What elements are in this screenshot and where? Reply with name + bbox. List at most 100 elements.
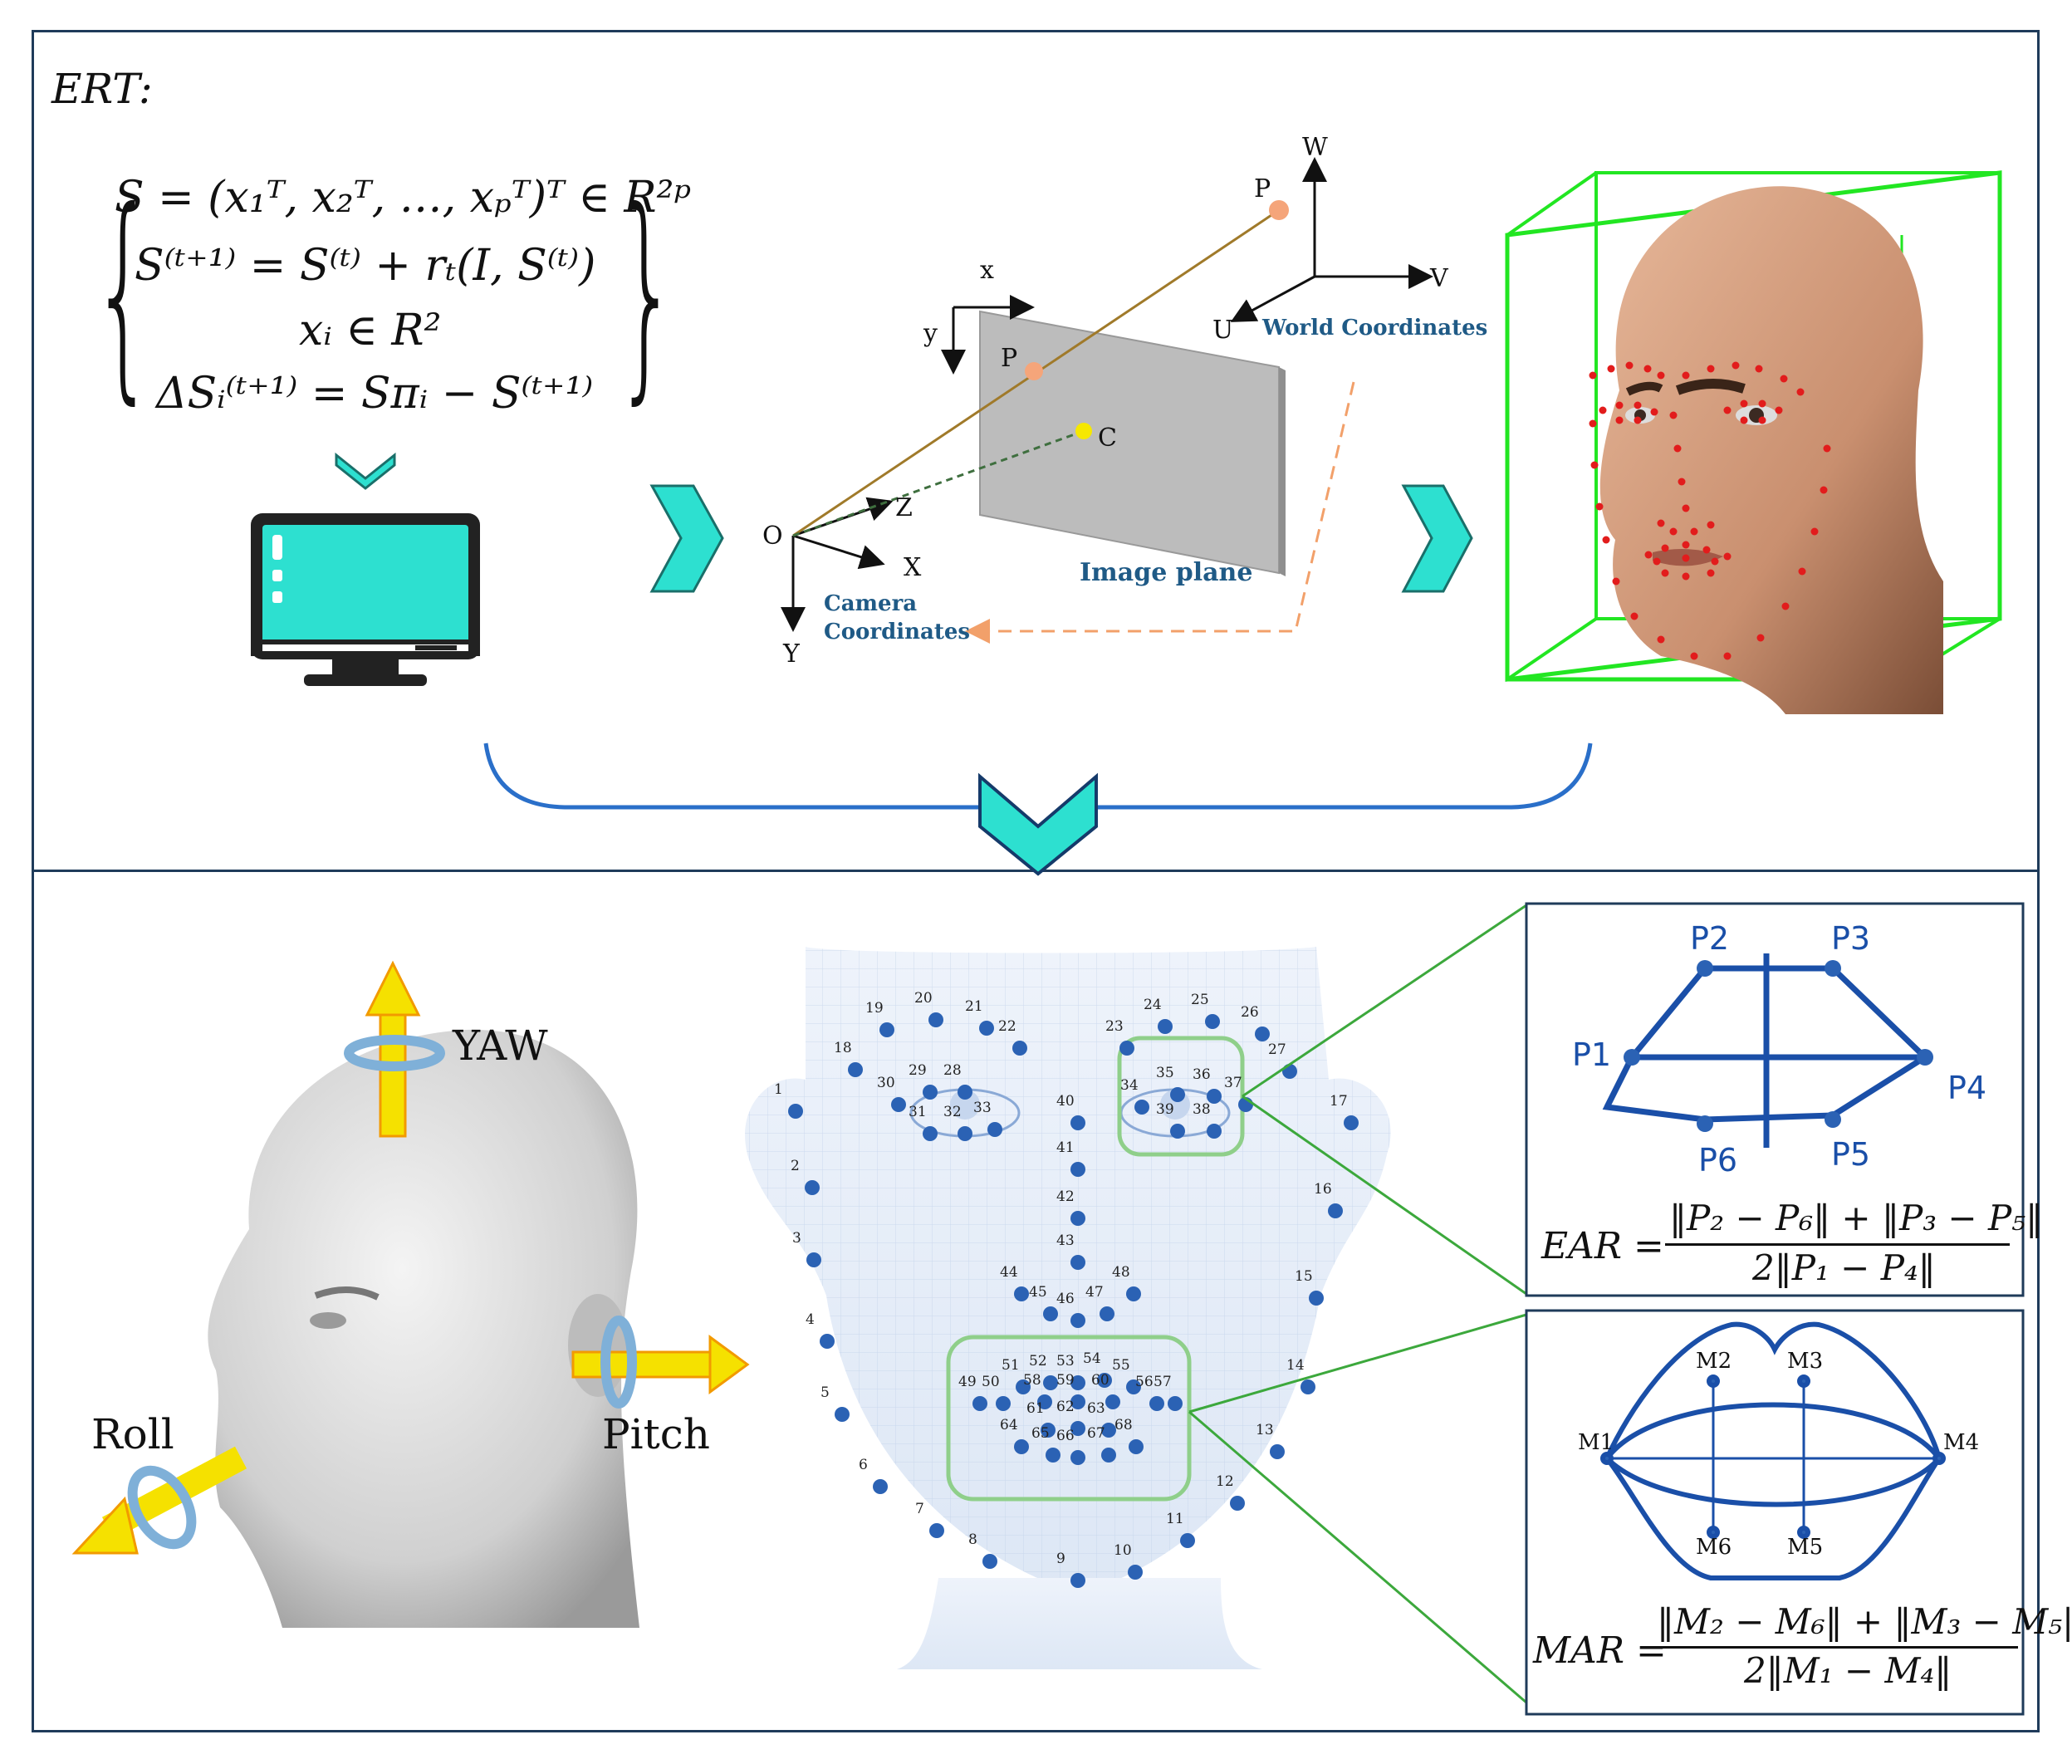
landmark-number-63: 63 [1087, 1400, 1105, 1417]
red-landmark-dot [1823, 444, 1831, 453]
landmark-number-43: 43 [1056, 1232, 1075, 1249]
landmark-point-38 [1207, 1124, 1222, 1139]
landmark-point-11 [1180, 1533, 1195, 1548]
camera-axis-z-label: Z [895, 493, 913, 522]
mar-point-m4: M4 [1943, 1430, 1980, 1455]
camera-coordinates-label-line2: Coordinates [824, 620, 971, 644]
landmark-point-55 [1126, 1379, 1141, 1394]
red-landmark-dot [1690, 527, 1698, 536]
landmark-number-2: 2 [791, 1158, 800, 1174]
landmark-point-39 [1170, 1124, 1185, 1139]
landmark-number-55: 55 [1112, 1357, 1130, 1374]
landmark-point-56 [1149, 1396, 1164, 1411]
landmark-points [788, 1012, 1359, 1588]
zoom-connectors [1188, 904, 1527, 1704]
landmark-number-54: 54 [1083, 1350, 1101, 1367]
landmark-number-10: 10 [1114, 1542, 1132, 1559]
landmark-number-60: 60 [1091, 1372, 1109, 1389]
landmark-point-15 [1309, 1291, 1324, 1306]
red-landmark-dot [1796, 388, 1805, 396]
landmark-number-33: 33 [973, 1100, 992, 1116]
landmark-number-18: 18 [834, 1040, 852, 1056]
landmark-number-4: 4 [806, 1311, 815, 1328]
roll-arrow [71, 1446, 247, 1555]
landmark-point-63 [1101, 1423, 1116, 1438]
mar-mouth-diagram [1600, 1321, 1946, 1580]
landmark-point-12 [1230, 1496, 1245, 1511]
landmark-point-42 [1070, 1211, 1085, 1226]
red-landmark-dot [1711, 557, 1719, 566]
red-landmark-dot [1644, 551, 1653, 559]
landmark-number-5: 5 [820, 1384, 830, 1401]
landmark-number-28: 28 [943, 1062, 962, 1079]
landmark-number-12: 12 [1216, 1473, 1234, 1490]
landmark-point-44 [1014, 1286, 1029, 1301]
equation-2: S⁽ᵗ⁺¹⁾ = S⁽ᵗ⁾ + rₜ(I, S⁽ᵗ⁾) [135, 241, 596, 291]
yaw-label: YAW [453, 1022, 548, 1070]
landmark-number-23: 23 [1105, 1018, 1124, 1035]
red-landmark-dot [1607, 365, 1615, 373]
landmark-number-11: 11 [1166, 1511, 1184, 1527]
equation-1: S = (x₁ᵀ, x₂ᵀ, …, xₚᵀ)ᵀ ∈ R²ᵖ [115, 173, 692, 223]
camera-axis-y-label: Y [783, 639, 800, 669]
equation-4: ΔSᵢ⁽ᵗ⁺¹⁾ = Sπᵢ − S⁽ᵗ⁺¹⁾ [156, 369, 594, 419]
landmark-number-40: 40 [1056, 1093, 1075, 1110]
red-landmark-dot [1657, 519, 1665, 527]
landmark-number-62: 62 [1056, 1399, 1075, 1415]
landmark-number-29: 29 [909, 1062, 927, 1079]
red-landmark-dot [1682, 572, 1690, 581]
landmark-number-17: 17 [1330, 1093, 1348, 1110]
landmark-point-21 [979, 1021, 994, 1036]
landmark-point-45 [1043, 1306, 1058, 1321]
landmark-number-49: 49 [958, 1374, 977, 1390]
red-landmark-dot [1707, 569, 1715, 577]
face-landmark-dots [1589, 361, 1831, 660]
mar-point-m6: M6 [1696, 1535, 1732, 1560]
red-landmark-dot [1661, 569, 1669, 577]
landmark-number-47: 47 [1085, 1284, 1104, 1301]
red-landmark-dot [1732, 361, 1740, 370]
landmark-point-24 [1158, 1019, 1173, 1034]
landmark-number-52: 52 [1029, 1353, 1047, 1370]
red-landmark-dot [1682, 371, 1690, 380]
ear-point-p4: P4 [1947, 1070, 1987, 1106]
pitch-label: Pitch [602, 1410, 710, 1458]
landmark-number-53: 53 [1056, 1353, 1075, 1370]
landmark-point-61 [1041, 1423, 1056, 1438]
landmark-number-20: 20 [914, 990, 933, 1007]
landmark-number-58: 58 [1023, 1372, 1041, 1389]
landmark-number-45: 45 [1029, 1284, 1047, 1301]
landmark-point-53 [1070, 1375, 1085, 1390]
red-landmark-dot [1589, 419, 1597, 428]
ert-label: ERT: [51, 65, 153, 113]
image-plane-label: Image plane [1080, 558, 1253, 587]
red-landmark-dot [1590, 461, 1599, 469]
landmark-number-27: 27 [1268, 1041, 1286, 1058]
red-landmark-dot [1643, 365, 1652, 373]
landmark-number-32: 32 [943, 1104, 962, 1120]
landmark-point-20 [928, 1012, 943, 1027]
landmark-number-59: 59 [1056, 1372, 1075, 1389]
landmark-number-22: 22 [998, 1018, 1016, 1035]
projection-diagram [781, 157, 1433, 644]
landmark-number-48: 48 [1112, 1264, 1130, 1281]
head-pose-figure [208, 1029, 640, 1628]
landmark-number-68: 68 [1114, 1417, 1133, 1433]
red-landmark-dot [1740, 416, 1748, 424]
camera-axis-x-label: X [904, 553, 922, 582]
landmark-point-6 [873, 1479, 888, 1494]
landmark-number-61: 61 [1026, 1400, 1045, 1417]
landmark-point-35 [1170, 1087, 1185, 1102]
camera-coordinates-label-line1: Camera [824, 591, 918, 616]
axis-u-label: U [1212, 316, 1234, 345]
equation-3: xᵢ ∈ R² [299, 306, 442, 355]
red-landmark-dot [1625, 361, 1634, 370]
chevron-down-icon [335, 452, 396, 490]
red-landmark-dot [1615, 416, 1624, 424]
landmark-number-7: 7 [915, 1501, 924, 1517]
red-landmark-dot [1653, 557, 1661, 566]
landmark-point-1 [788, 1104, 803, 1119]
red-landmark-dot [1723, 406, 1732, 414]
red-landmark-dot [1630, 612, 1638, 620]
red-landmark-dot [1657, 635, 1665, 644]
